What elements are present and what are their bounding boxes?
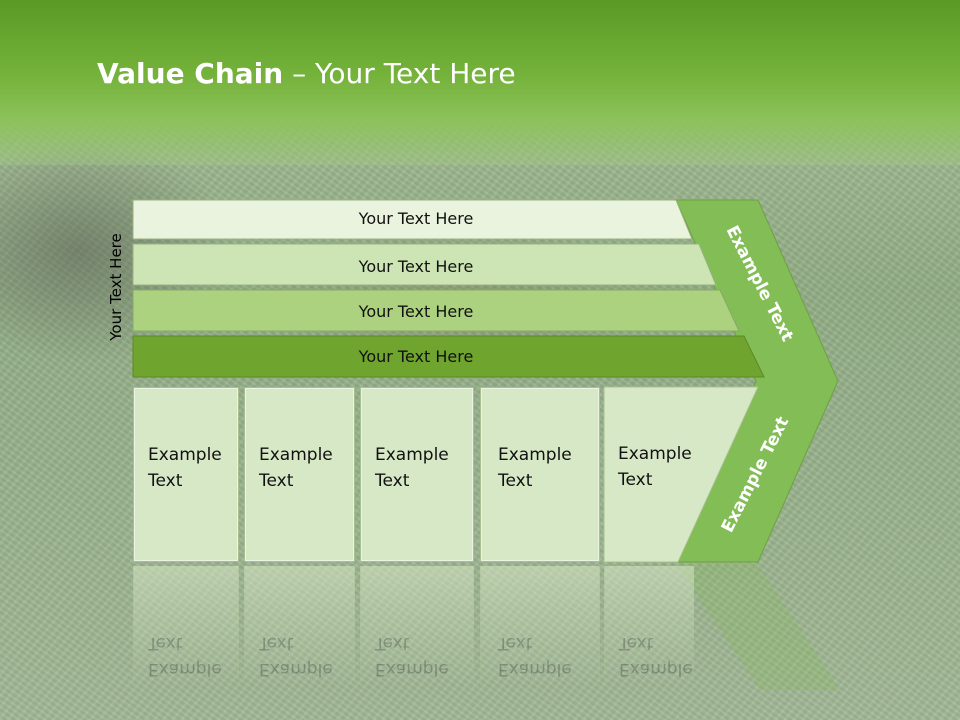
column-4-reflection-text: Example Text — [498, 630, 588, 682]
column-1-line1: Example — [148, 445, 222, 465]
column-2-text: Example Text — [259, 442, 349, 494]
column-2-reflection-text: Example Text — [259, 630, 349, 682]
column-3-box: Example Text — [360, 387, 474, 562]
column-5-reflection-line2: Example — [619, 659, 693, 679]
band-2-label: Your Text Here — [358, 257, 474, 276]
column-4-text: Example Text — [498, 442, 588, 494]
title-bold: Value Chain — [97, 57, 284, 90]
column-5-box — [603, 386, 759, 563]
band-4-label: Your Text Here — [358, 347, 474, 366]
column-5-line1: Example — [618, 444, 692, 464]
column-1-reflection-line2: Example — [148, 659, 222, 679]
column-1-box: Example Text — [133, 387, 239, 562]
column-1-reflection-text: Example Text — [148, 630, 238, 682]
column-2-line2: Text — [259, 471, 294, 491]
column-5-reflection-line1: Text — [619, 633, 654, 653]
band-2 — [132, 243, 717, 286]
chevron-reflection — [676, 564, 840, 690]
column-3-line2: Text — [375, 471, 410, 491]
column-3-reflection-line2: Example — [375, 659, 449, 679]
column-3-text: Example Text — [375, 442, 465, 494]
column-2-reflection-line1: Text — [259, 633, 294, 653]
column-1-line2: Text — [148, 471, 183, 491]
column-3-reflection: Example Text — [360, 566, 474, 686]
column-3-line1: Example — [375, 445, 449, 465]
column-4-reflection-line2: Example — [498, 659, 572, 679]
column-5-reflection-text: Example Text — [619, 630, 694, 682]
column-1-reflection: Example Text — [133, 566, 239, 686]
column-5-line2: Text — [618, 470, 653, 490]
band-3-label: Your Text Here — [358, 302, 474, 321]
header-band — [0, 0, 960, 165]
slide-title: Value Chain – Your Text Here — [97, 52, 516, 96]
band-3 — [132, 289, 740, 332]
column-1-text: Example Text — [148, 442, 238, 494]
column-4-line2: Text — [498, 471, 533, 491]
column-1-reflection-line1: Text — [148, 633, 183, 653]
column-2-box: Example Text — [244, 387, 355, 562]
column-3-reflection-text: Example Text — [375, 630, 465, 682]
column-2-reflection-line2: Example — [259, 659, 333, 679]
column-4-line1: Example — [498, 445, 572, 465]
band-4 — [132, 335, 765, 378]
column-4-reflection-line1: Text — [498, 633, 533, 653]
column-5-text: Example Text — [618, 441, 708, 493]
column-2-line1: Example — [259, 445, 333, 465]
column-4-box: Example Text — [480, 387, 600, 562]
title-rest: – Your Text Here — [283, 57, 516, 90]
column-5-reflection: Example Text — [604, 566, 694, 686]
band-1-label: Your Text Here — [358, 209, 474, 228]
column-2-reflection: Example Text — [244, 566, 355, 686]
column-3-reflection-line1: Text — [375, 633, 410, 653]
column-4-reflection: Example Text — [480, 566, 600, 686]
band-1 — [132, 199, 693, 240]
